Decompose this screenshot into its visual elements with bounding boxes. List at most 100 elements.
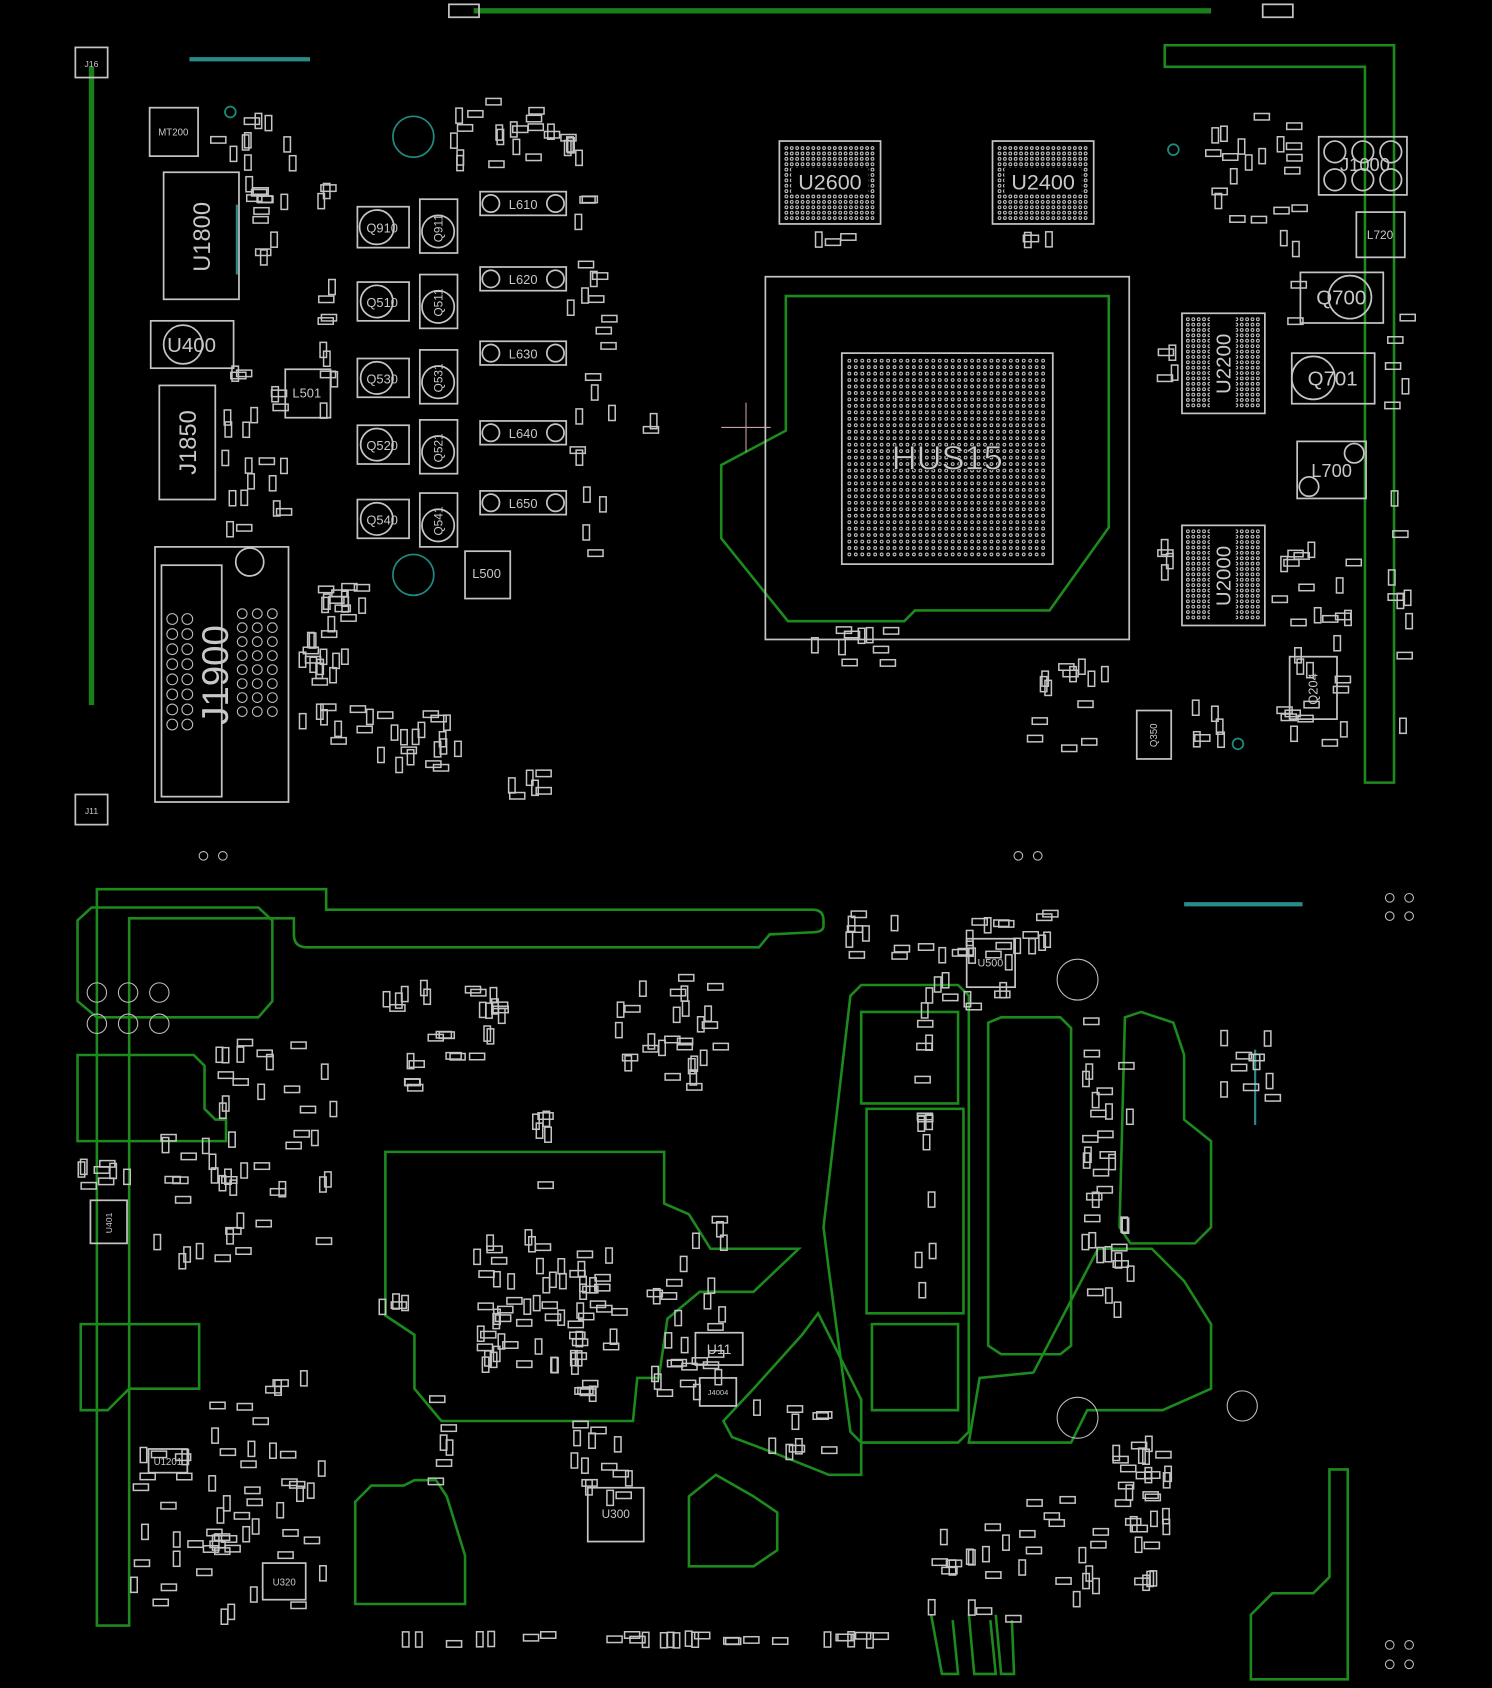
smd-passive[interactable] <box>600 1462 618 1471</box>
smd-passive[interactable] <box>602 1342 620 1351</box>
u2000-chip[interactable]: U2000 <box>1181 524 1266 627</box>
smd-passive[interactable] <box>1001 1534 1010 1551</box>
smd-passive[interactable] <box>208 1475 217 1492</box>
smd-passive[interactable] <box>290 1041 307 1050</box>
smd-passive[interactable] <box>174 1453 192 1462</box>
smd-passive[interactable] <box>589 1277 598 1294</box>
smd-passive[interactable] <box>1194 733 1211 742</box>
smd-passive[interactable] <box>244 1486 261 1495</box>
smd-passive[interactable] <box>707 982 724 991</box>
smd-passive[interactable] <box>389 1003 406 1012</box>
smd-passive[interactable] <box>1096 1087 1114 1096</box>
smd-passive[interactable] <box>669 988 687 997</box>
smd-passive[interactable] <box>624 1054 633 1072</box>
smd-passive[interactable] <box>652 1287 661 1305</box>
smd-passive[interactable] <box>941 971 950 989</box>
smd-passive[interactable] <box>376 711 394 720</box>
smd-passive[interactable] <box>577 1312 595 1321</box>
smd-passive[interactable] <box>221 1046 230 1064</box>
smd-passive[interactable] <box>891 951 908 960</box>
smd-passive[interactable] <box>681 1362 698 1371</box>
smd-passive[interactable] <box>647 1033 656 1050</box>
smd-passive[interactable] <box>1150 1510 1158 1528</box>
smd-passive[interactable] <box>791 1413 800 1431</box>
smd-passive[interactable] <box>422 710 440 719</box>
smd-passive[interactable] <box>676 1042 694 1051</box>
smd-passive[interactable] <box>590 384 599 401</box>
smd-passive[interactable] <box>1343 609 1352 627</box>
smd-passive[interactable] <box>487 1630 496 1648</box>
smd-passive[interactable] <box>279 457 288 475</box>
smd-passive[interactable] <box>1293 551 1310 560</box>
smd-passive[interactable] <box>480 1330 497 1339</box>
smd-passive[interactable] <box>493 1308 501 1326</box>
smd-passive[interactable] <box>785 1443 794 1461</box>
smd-passive[interactable] <box>235 1247 252 1255</box>
smd-passive[interactable] <box>315 1237 333 1246</box>
u2600-chip[interactable]: U2600 <box>778 140 882 225</box>
smd-passive[interactable] <box>1144 1493 1162 1502</box>
smd-passive[interactable] <box>221 1095 230 1112</box>
smd-passive[interactable] <box>569 446 587 455</box>
smd-passive[interactable] <box>861 925 870 942</box>
smd-passive[interactable] <box>477 1302 494 1311</box>
smd-passive[interactable] <box>566 136 574 153</box>
q531-component[interactable]: Q531 <box>418 349 459 405</box>
smd-passive[interactable] <box>80 1181 97 1190</box>
smd-passive[interactable] <box>967 1599 976 1616</box>
smd-passive[interactable] <box>927 1191 936 1208</box>
smd-passive[interactable] <box>378 1298 387 1316</box>
l501-inductor[interactable] <box>284 368 332 419</box>
smd-passive[interactable] <box>330 736 347 745</box>
u320-chip[interactable]: U320 <box>261 1562 307 1601</box>
smd-passive[interactable] <box>236 1038 254 1047</box>
smd-passive[interactable] <box>139 1472 156 1481</box>
smd-passive[interactable] <box>509 121 518 138</box>
smd-passive[interactable] <box>1096 1246 1105 1264</box>
smd-passive[interactable] <box>1170 364 1179 381</box>
smd-passive[interactable] <box>293 1129 311 1138</box>
smd-passive[interactable] <box>1252 1053 1261 1071</box>
smd-passive[interactable] <box>573 1429 582 1447</box>
smd-passive[interactable] <box>576 1250 594 1259</box>
smd-passive[interactable] <box>574 1350 583 1367</box>
smd-passive[interactable] <box>209 1401 226 1410</box>
smd-passive[interactable] <box>516 1360 533 1369</box>
smd-passive[interactable] <box>1142 1448 1151 1466</box>
smd-passive[interactable] <box>506 1296 523 1305</box>
smd-passive[interactable] <box>588 1385 597 1403</box>
smd-passive[interactable] <box>1294 647 1303 664</box>
smd-passive[interactable] <box>702 1361 720 1370</box>
smd-passive[interactable] <box>288 154 297 172</box>
smd-passive[interactable] <box>823 1631 832 1648</box>
smd-passive[interactable] <box>677 973 695 982</box>
smd-passive[interactable] <box>535 1257 544 1275</box>
smd-passive[interactable] <box>236 1212 245 1229</box>
smd-passive[interactable] <box>1025 1546 1043 1555</box>
smd-passive[interactable] <box>571 1338 589 1347</box>
smd-passive[interactable] <box>229 1179 238 1196</box>
smd-passive[interactable] <box>340 613 357 622</box>
smd-passive[interactable] <box>1031 717 1049 726</box>
smd-passive[interactable] <box>1038 934 1047 952</box>
smd-passive[interactable] <box>433 741 442 758</box>
smd-passive[interactable] <box>1332 685 1350 694</box>
smd-passive[interactable] <box>320 1063 329 1080</box>
smd-passive[interactable] <box>79 1158 88 1176</box>
smd-passive[interactable] <box>252 215 269 224</box>
smd-passive[interactable] <box>719 1234 728 1252</box>
smd-passive[interactable] <box>1143 1471 1161 1480</box>
smd-passive[interactable] <box>425 760 442 769</box>
smd-passive[interactable] <box>1059 1495 1076 1504</box>
smd-passive[interactable] <box>395 756 404 774</box>
smd-passive[interactable] <box>582 524 591 541</box>
smd-passive[interactable] <box>220 1534 238 1543</box>
smd-passive[interactable] <box>445 1639 463 1648</box>
smd-passive[interactable] <box>319 402 328 419</box>
smd-passive[interactable] <box>824 238 842 247</box>
smd-passive[interactable] <box>139 1446 148 1464</box>
smd-passive[interactable] <box>712 1042 730 1051</box>
smd-passive[interactable] <box>925 987 934 1004</box>
smd-passive[interactable] <box>1125 1108 1134 1126</box>
smd-passive[interactable] <box>1284 709 1302 718</box>
